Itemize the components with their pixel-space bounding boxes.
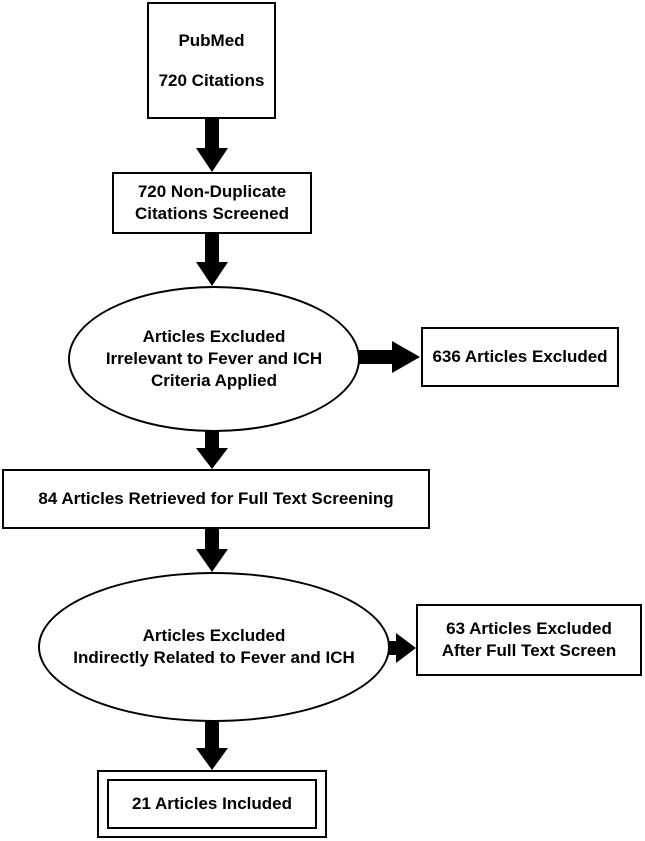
excluded1-line-1: 636 Articles Excluded — [432, 347, 608, 366]
arrow-exclusion2-to-included — [196, 721, 228, 770]
arrow-exclusion1-to-retrieved — [196, 431, 228, 469]
arrow-exclusion1-to-excluded1 — [358, 341, 420, 373]
exclusion1-line-3: Criteria Applied — [151, 371, 277, 390]
included-line-1: 21 Articles Included — [132, 794, 292, 813]
screened-box: 720 Non-Duplicate Citations Screened — [112, 172, 312, 234]
arrow-screened-to-exclusion1 — [196, 234, 228, 286]
excluded2-line-1: 63 Articles Excluded — [446, 619, 612, 638]
arrow-retrieved-to-exclusion2 — [196, 529, 228, 572]
source-box: PubMed 720 Citations — [147, 2, 276, 119]
retrieved-box: 84 Articles Retrieved for Full Text Scre… — [2, 469, 430, 529]
exclusion2-line-1: Articles Excluded — [142, 626, 286, 645]
screened-line-1: 720 Non-Duplicate — [137, 182, 287, 201]
included-box-outer: 21 Articles Included — [97, 770, 327, 838]
exclusion1-line-2: Irrelevant to Fever and ICH — [105, 349, 323, 368]
exclusion1-line-1: Articles Excluded — [142, 327, 286, 346]
excluded1-box: 636 Articles Excluded — [421, 327, 619, 387]
arrow-exclusion2-to-excluded2 — [389, 633, 416, 663]
screened-line-2: Citations Screened — [135, 204, 289, 223]
source-citations: 720 Citations — [158, 70, 265, 90]
excluded2-line-2: After Full Text Screen — [441, 641, 617, 660]
excluded2-box: 63 Articles Excluded After Full Text Scr… — [416, 604, 642, 676]
source-name: PubMed — [178, 30, 245, 50]
exclusion2-ellipse: Articles Excluded Indirectly Related to … — [38, 572, 390, 722]
included-box-inner: 21 Articles Included — [107, 779, 317, 829]
retrieved-line-1: 84 Articles Retrieved for Full Text Scre… — [38, 489, 394, 508]
exclusion2-line-2: Indirectly Related to Fever and ICH — [73, 648, 355, 667]
exclusion1-ellipse: Articles Excluded Irrelevant to Fever an… — [68, 286, 360, 432]
arrow-source-to-screened — [196, 118, 228, 172]
